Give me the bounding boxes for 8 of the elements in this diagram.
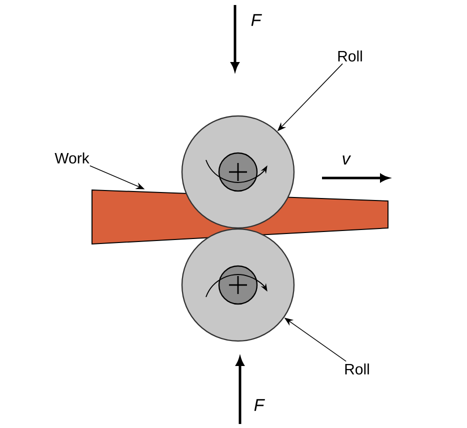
part-label: Roll [345,363,369,374]
roll-drawing [181,115,295,229]
roll-drawing [181,228,295,342]
part-label: Roll [338,50,362,62]
force-label: F [251,14,262,26]
force-label: v [342,156,352,164]
force-label: F [254,399,265,411]
part-label: Work [54,152,90,164]
